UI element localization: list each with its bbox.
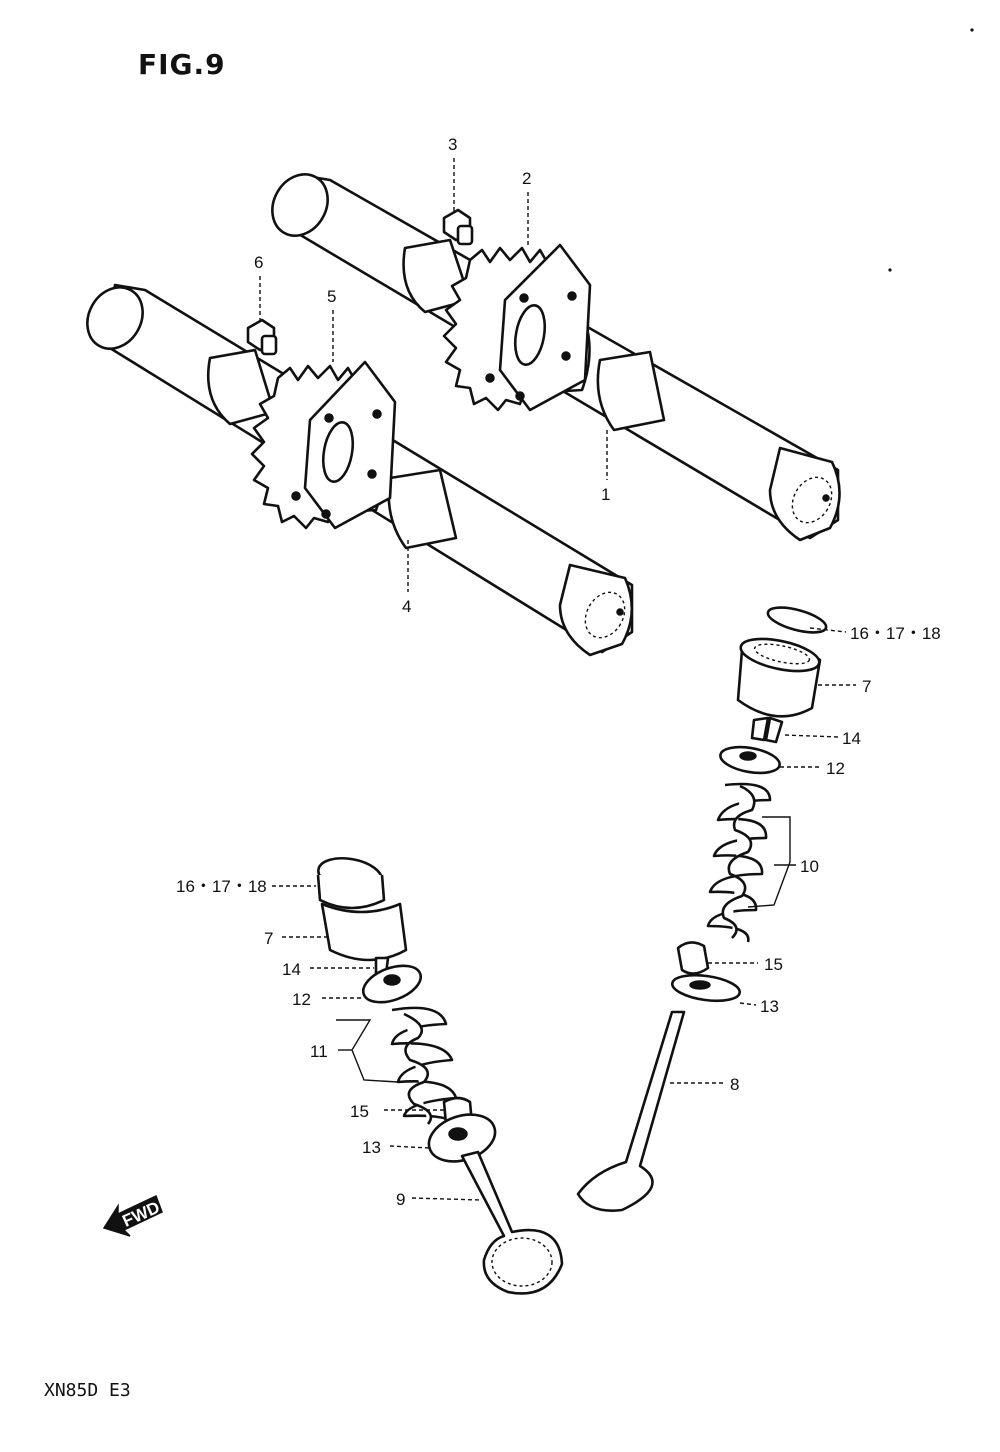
callout-11: 11 — [310, 1042, 328, 1061]
callout-14-left: 14 — [282, 960, 301, 979]
retainer-right — [719, 745, 781, 775]
callout-12-left: 12 — [292, 990, 311, 1009]
retainer-left — [361, 964, 423, 1004]
callout-6: 6 — [254, 253, 263, 272]
exhaust-valve-8 — [576, 1010, 686, 1212]
callout-16-17-18-right: 16・17・18 — [850, 624, 941, 643]
callout-15-right: 15 — [764, 955, 783, 974]
callout-7-left: 7 — [264, 929, 273, 948]
tappet-right — [736, 637, 822, 718]
figure-title: FIG.9 — [138, 48, 226, 81]
seal-right — [670, 973, 742, 1003]
callout-3: 3 — [448, 135, 457, 154]
callout-5: 5 — [327, 287, 336, 306]
callout-numbers: 3 2 6 5 1 4 16・17・18 7 14 12 10 15 13 8 … — [176, 135, 941, 1209]
callout-8: 8 — [730, 1075, 739, 1094]
intake-valve-9 — [460, 1150, 564, 1295]
leader-lines — [259, 158, 856, 1201]
seal-left — [427, 1113, 497, 1163]
cam-sprocket-2 — [442, 243, 592, 412]
spring-seat-right — [676, 941, 710, 975]
bolt-3 — [442, 208, 474, 246]
callout-9: 9 — [396, 1190, 405, 1209]
model-code: XN85D E3 — [44, 1380, 131, 1401]
spring-right — [706, 782, 772, 943]
callout-15-left: 15 — [350, 1102, 369, 1121]
cam-sprocket-5 — [250, 360, 397, 530]
spring-left — [390, 1006, 458, 1127]
callout-2: 2 — [522, 169, 531, 188]
spring-brackets — [336, 816, 796, 1083]
callout-7-right: 7 — [862, 677, 871, 696]
bolt-6 — [246, 318, 278, 356]
shim-right — [766, 606, 828, 634]
callout-13-right: 13 — [760, 997, 779, 1016]
tappet-left — [320, 902, 408, 962]
callout-14-right: 14 — [842, 729, 861, 748]
callout-16-17-18-left: 16・17・18 — [176, 877, 267, 896]
callout-12-right: 12 — [826, 759, 845, 778]
callout-13-left: 13 — [362, 1138, 381, 1157]
callout-1: 1 — [601, 485, 610, 504]
callout-10: 10 — [800, 857, 819, 876]
shim-left — [316, 856, 386, 910]
callout-4: 4 — [402, 597, 411, 616]
fwd-direction-arrow: FWD — [102, 1194, 163, 1237]
cotter-right — [750, 716, 784, 744]
